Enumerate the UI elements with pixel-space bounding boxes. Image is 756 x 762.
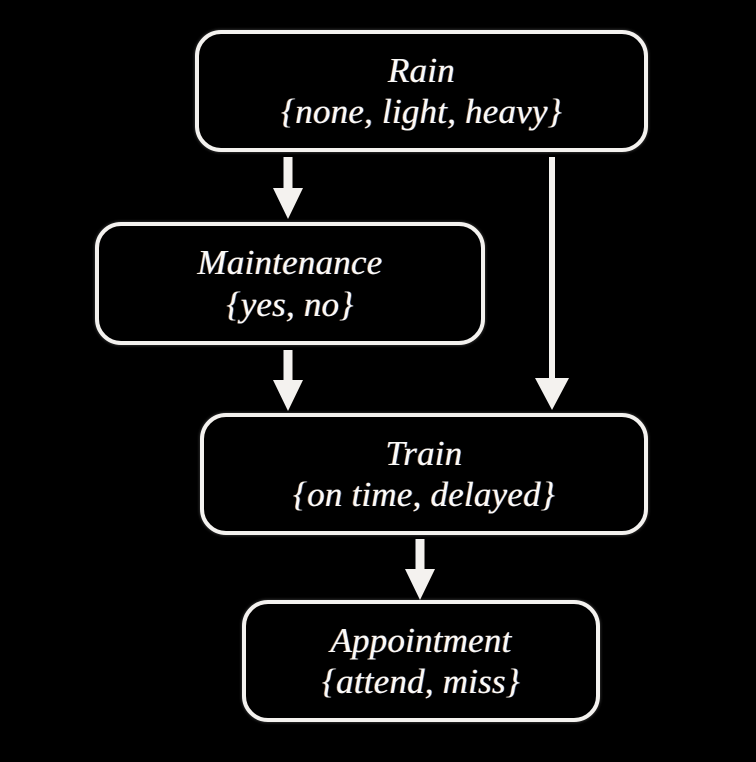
node-maintenance-title: Maintenance [197, 243, 383, 283]
node-rain[interactable]: Rain {none, light, heavy} [195, 30, 648, 152]
node-train-title: Train [385, 433, 463, 473]
edge-rain-to-train [535, 157, 569, 410]
edge-train-to-appointment [405, 539, 435, 600]
node-appointment-title: Appointment [330, 620, 512, 660]
node-appointment[interactable]: Appointment {attend, miss} [242, 600, 600, 722]
node-maintenance-states: {yes, no} [226, 284, 354, 324]
node-rain-title: Rain [388, 50, 455, 90]
node-train-states: {on time, delayed} [293, 475, 555, 514]
edge-rain-to-maintenance [273, 157, 303, 219]
node-maintenance[interactable]: Maintenance {yes, no} [95, 222, 485, 345]
node-appointment-states: {attend, miss} [321, 662, 521, 701]
node-train[interactable]: Train {on time, delayed} [200, 413, 648, 535]
node-rain-states: {none, light, heavy} [281, 92, 562, 131]
edge-maintenance-to-train [273, 350, 303, 411]
